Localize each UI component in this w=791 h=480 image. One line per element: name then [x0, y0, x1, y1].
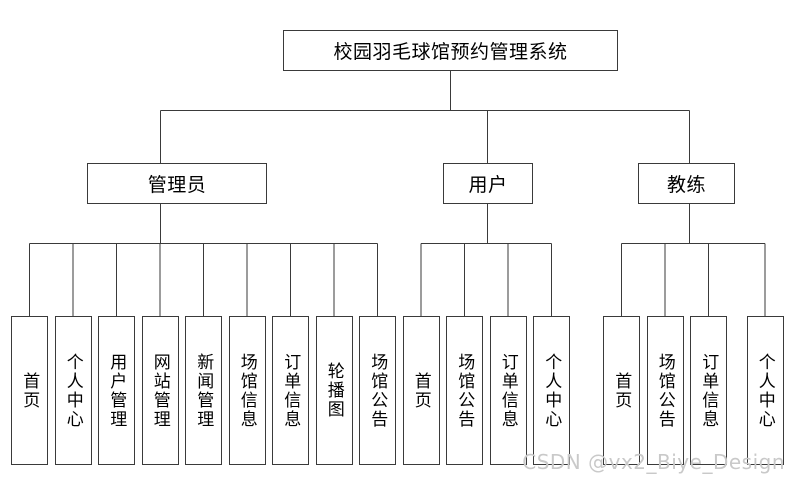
leaf-admin-1[interactable]: 个人中心 — [54, 316, 92, 465]
leaf-admin-7[interactable]: 轮播图 — [315, 316, 353, 465]
leaf-coach-3-label: 个人中心 — [755, 352, 775, 429]
leaf-admin-4[interactable]: 新闻管理 — [185, 316, 222, 465]
leaf-admin-2[interactable]: 用户管理 — [98, 316, 135, 465]
leaf-user-0[interactable]: 首页 — [402, 316, 440, 465]
leaf-coach-1[interactable]: 场馆公告 — [646, 316, 684, 465]
leaf-admin-3-label: 网站管理 — [150, 352, 170, 429]
node-role-coach-label: 教练 — [666, 175, 706, 196]
leaf-coach-2-label: 订单信息 — [699, 352, 719, 429]
leaf-admin-4-label: 新闻管理 — [194, 352, 214, 429]
leaf-admin-5-label: 场馆信息 — [237, 352, 257, 429]
leaf-admin-5[interactable]: 场馆信息 — [228, 316, 266, 465]
leaf-user-2[interactable]: 订单信息 — [489, 316, 527, 465]
leaf-admin-8[interactable]: 场馆公告 — [359, 316, 396, 465]
leaf-admin-8-label: 场馆公告 — [368, 352, 388, 429]
leaf-admin-2-label: 用户管理 — [107, 352, 127, 429]
leaf-user-0-label: 首页 — [411, 371, 431, 410]
node-root[interactable]: 校园羽毛球馆预约管理系统 — [283, 30, 618, 71]
leaf-user-2-label: 订单信息 — [498, 352, 518, 429]
leaf-admin-3[interactable]: 网站管理 — [141, 316, 179, 465]
leaf-coach-3[interactable]: 个人中心 — [746, 316, 784, 465]
leaf-coach-0[interactable]: 首页 — [603, 316, 640, 465]
leaf-coach-2[interactable]: 订单信息 — [690, 316, 727, 465]
node-role-admin-label: 管理员 — [147, 175, 207, 196]
leaf-user-1-label: 场馆公告 — [455, 352, 475, 429]
leaf-admin-6-label: 订单信息 — [281, 352, 301, 429]
leaf-admin-1-label: 个人中心 — [63, 352, 83, 429]
node-role-user[interactable]: 用户 — [443, 163, 533, 204]
node-role-user-label: 用户 — [468, 175, 508, 196]
leaf-admin-6[interactable]: 订单信息 — [272, 316, 309, 465]
node-role-coach[interactable]: 教练 — [638, 163, 735, 204]
leaf-user-3-label: 个人中心 — [542, 352, 562, 429]
leaf-user-3[interactable]: 个人中心 — [533, 316, 570, 465]
leaf-admin-7-label: 轮播图 — [324, 362, 344, 419]
leaf-user-1[interactable]: 场馆公告 — [446, 316, 483, 465]
leaf-coach-0-label: 首页 — [612, 371, 632, 410]
leaf-admin-0[interactable]: 首页 — [11, 316, 48, 465]
leaf-coach-1-label: 场馆公告 — [655, 352, 675, 429]
node-root-label: 校园羽毛球馆预约管理系统 — [333, 42, 568, 63]
leaf-admin-0-label: 首页 — [20, 371, 40, 410]
node-role-admin[interactable]: 管理员 — [87, 163, 267, 204]
